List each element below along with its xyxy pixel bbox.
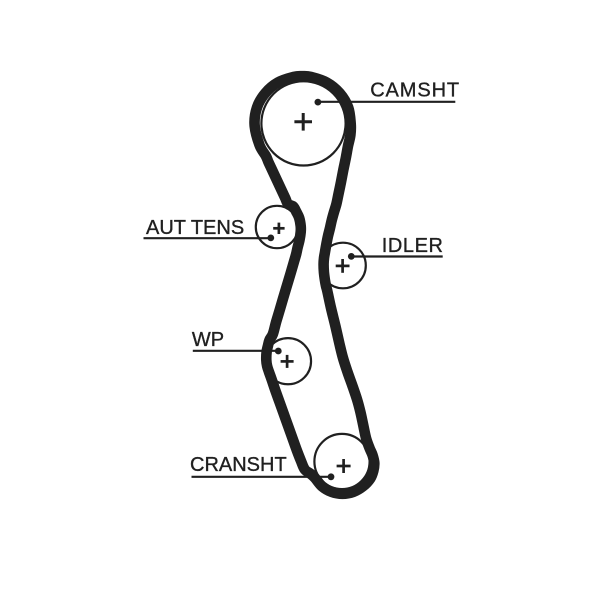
svg-text:AUT TENS: AUT TENS xyxy=(146,217,244,239)
svg-text:WP: WP xyxy=(192,329,224,351)
svg-text:CAMSHT: CAMSHT xyxy=(370,79,460,101)
svg-text:CRANSHT: CRANSHT xyxy=(190,454,287,476)
svg-text:IDLER: IDLER xyxy=(382,235,444,257)
